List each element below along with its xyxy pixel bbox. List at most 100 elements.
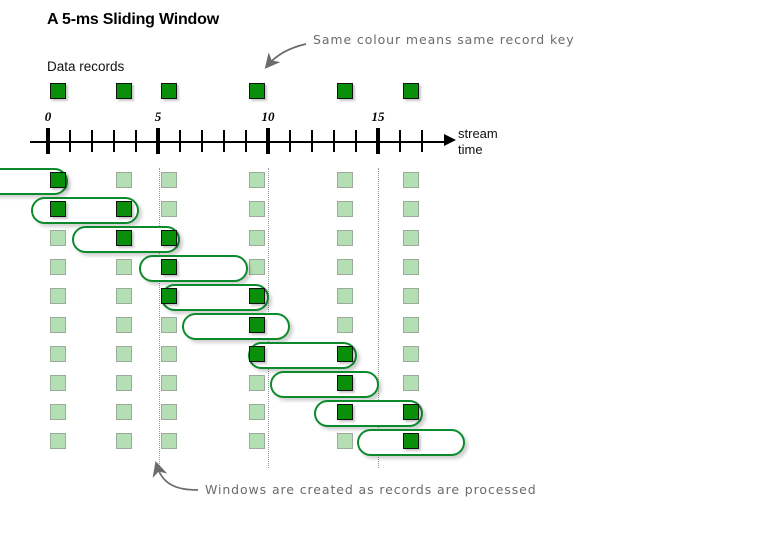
faded-record-square: [403, 346, 420, 363]
faded-record-square: [116, 259, 133, 276]
data-record-square[interactable]: [116, 83, 133, 99]
faded-record-square: [116, 346, 133, 363]
sliding-window[interactable]: [270, 370, 379, 398]
axis-tick-major: [266, 128, 270, 154]
faded-record-square: [337, 317, 354, 334]
axis-tick-minor: [69, 130, 71, 152]
faded-record-square: [337, 201, 354, 218]
faded-record-square: [161, 433, 178, 450]
windowed-record-square[interactable]: [403, 433, 420, 450]
data-record-square[interactable]: [50, 83, 67, 99]
faded-record-square: [249, 375, 266, 392]
faded-record-square: [337, 259, 354, 276]
faded-record-square: [116, 317, 133, 334]
faded-record-square: [50, 433, 67, 450]
axis-tick-minor: [135, 130, 137, 152]
guide-line: [159, 168, 160, 468]
axis-tick-major: [376, 128, 380, 154]
faded-record-square: [403, 172, 420, 189]
sliding-window[interactable]: [139, 254, 248, 282]
data-record-square[interactable]: [161, 83, 178, 99]
axis-arrowhead-icon: [444, 134, 456, 146]
sliding-window[interactable]: [182, 312, 290, 340]
stream-time-axis: [30, 141, 450, 143]
faded-record-square: [337, 172, 354, 189]
faded-record-square: [403, 288, 420, 305]
faded-record-square: [249, 433, 266, 450]
axis-tick-minor: [201, 130, 203, 152]
axis-tick-minor: [245, 130, 247, 152]
faded-record-square: [50, 404, 67, 421]
faded-record-square: [249, 404, 266, 421]
windowed-record-square[interactable]: [337, 346, 354, 363]
axis-tick-minor: [355, 130, 357, 152]
faded-record-square: [116, 375, 133, 392]
windowed-record-square[interactable]: [161, 288, 178, 305]
faded-record-square: [337, 230, 354, 247]
windowed-record-square[interactable]: [249, 317, 266, 334]
annotation-same-colour: Same colour means same record key: [313, 32, 575, 47]
axis-tick-minor: [223, 130, 225, 152]
annotation-windows-created: Windows are created as records are proce…: [205, 482, 537, 497]
windowed-record-square[interactable]: [403, 404, 420, 421]
faded-record-square: [161, 172, 178, 189]
faded-record-square: [161, 375, 178, 392]
axis-caption-line2: time: [458, 142, 483, 157]
arrow-to-record-icon: [264, 43, 307, 69]
axis-tick-major: [156, 128, 160, 154]
faded-record-square: [116, 288, 133, 305]
faded-record-square: [50, 288, 67, 305]
windowed-record-square[interactable]: [337, 404, 354, 421]
page-title: A 5-ms Sliding Window: [47, 11, 219, 28]
faded-record-square: [403, 375, 420, 392]
faded-record-square: [116, 404, 133, 421]
axis-tick-label: 15: [371, 109, 385, 124]
arrow-to-window-icon: [152, 461, 199, 491]
faded-record-square: [403, 230, 420, 247]
windowed-record-square[interactable]: [249, 346, 266, 363]
windowed-record-square[interactable]: [337, 375, 354, 392]
faded-record-square: [403, 201, 420, 218]
windowed-record-square[interactable]: [161, 230, 178, 247]
faded-record-square: [116, 433, 133, 450]
windowed-record-square[interactable]: [249, 288, 266, 305]
faded-record-square: [403, 259, 420, 276]
windowed-record-square[interactable]: [161, 259, 178, 276]
faded-record-square: [337, 288, 354, 305]
faded-record-square: [50, 317, 67, 334]
axis-tick-label: 10: [261, 109, 275, 124]
faded-record-square: [161, 404, 178, 421]
axis-tick-minor: [113, 130, 115, 152]
faded-record-square: [403, 317, 420, 334]
faded-record-square: [50, 346, 67, 363]
faded-record-square: [116, 172, 133, 189]
faded-record-square: [161, 317, 178, 334]
axis-tick-minor: [311, 130, 313, 152]
windowed-record-square[interactable]: [50, 201, 67, 218]
axis-tick-minor: [421, 130, 423, 152]
faded-record-square: [161, 201, 178, 218]
data-record-square[interactable]: [249, 83, 266, 99]
windowed-record-square[interactable]: [116, 230, 133, 247]
axis-tick-minor: [179, 130, 181, 152]
faded-record-square: [249, 230, 266, 247]
axis-caption: stream time: [458, 126, 498, 158]
data-records-label: Data records: [47, 59, 125, 74]
axis-tick-minor: [289, 130, 291, 152]
faded-record-square: [249, 172, 266, 189]
data-record-square[interactable]: [403, 83, 420, 99]
faded-record-square: [337, 433, 354, 450]
axis-caption-line1: stream: [458, 126, 498, 141]
data-record-square[interactable]: [337, 83, 354, 99]
faded-record-square: [161, 346, 178, 363]
axis-tick-minor: [333, 130, 335, 152]
faded-record-square: [249, 201, 266, 218]
axis-tick-major: [46, 128, 50, 154]
windowed-record-square[interactable]: [50, 172, 67, 189]
faded-record-square: [249, 259, 266, 276]
windowed-record-square[interactable]: [116, 201, 133, 218]
faded-record-square: [50, 230, 67, 247]
axis-tick-minor: [399, 130, 401, 152]
guide-line: [378, 168, 379, 468]
